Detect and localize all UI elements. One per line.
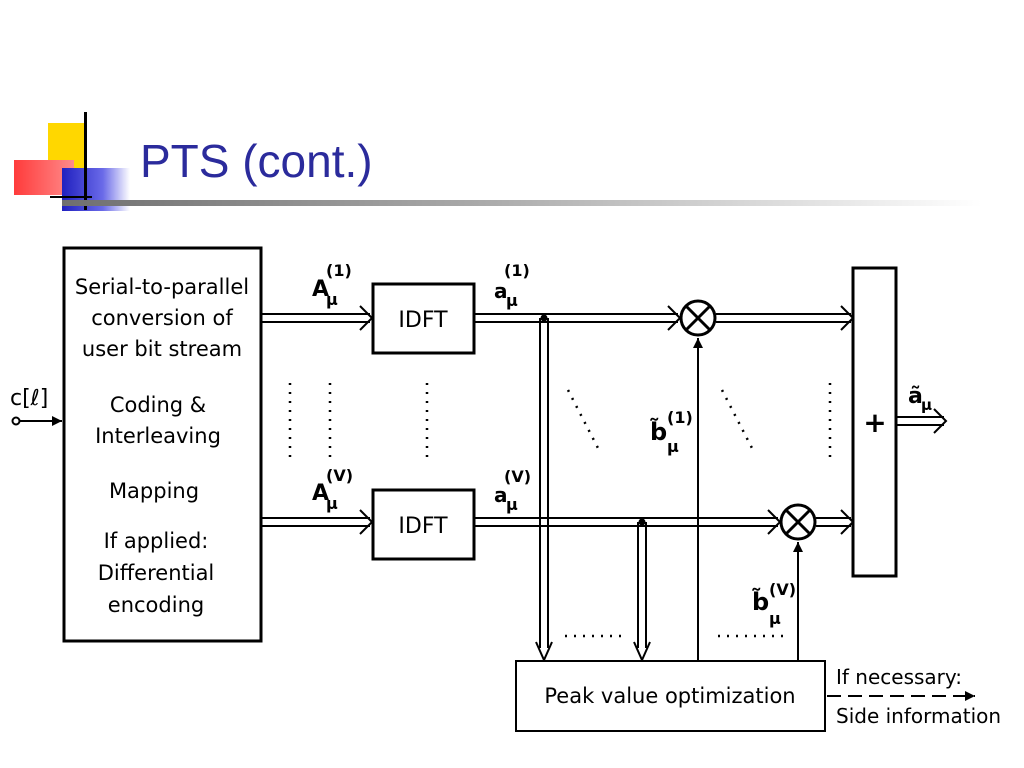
svg-text:μ: μ (769, 609, 781, 628)
svg-text:b̃: b̃ (751, 588, 769, 616)
coding-line-1: Coding & (110, 393, 206, 417)
processing-line-2: conversion of (91, 306, 233, 330)
tap-node-top (540, 314, 548, 322)
svg-text:(1): (1) (667, 408, 693, 427)
factor-label-top: b̃ (1) μ (649, 408, 693, 456)
svg-text:(1): (1) (326, 261, 352, 280)
processing-line-1: Serial-to-parallel (75, 275, 249, 299)
branch-ellipsis-dots (288, 383, 832, 460)
logo-vertical-line (84, 112, 87, 210)
svg-text:μ: μ (326, 290, 338, 309)
summation-symbol: + (863, 406, 886, 439)
subblock-output-label-top: a (1) μ (494, 261, 530, 310)
svg-text:a: a (494, 483, 508, 507)
svg-text:(V): (V) (769, 580, 796, 599)
tap-line-bottom (633, 522, 651, 663)
input-label: c[ℓ] (10, 386, 48, 411)
svg-text:a: a (494, 279, 508, 303)
svg-text:μ: μ (667, 437, 679, 456)
subblock-input-label-top: A (1) μ (312, 261, 352, 309)
svg-text:ã: ã (908, 384, 923, 409)
subblock-output-label-bottom: a (V) μ (494, 467, 531, 514)
mapping-label: Mapping (109, 479, 199, 503)
svg-text:(V): (V) (326, 466, 353, 485)
processing-line-3: user bit stream (82, 337, 242, 361)
coding-line-2: Interleaving (95, 424, 221, 448)
side-info-line-1: If necessary: (836, 665, 962, 689)
input-terminal (11, 416, 21, 426)
idft-block-bottom (371, 488, 476, 561)
applied-line-1: If applied: (104, 529, 209, 553)
side-info-line-2: Side information (836, 704, 1001, 728)
svg-text:(V): (V) (504, 467, 531, 486)
factor-label-bottom: b̃ (V) μ (751, 580, 796, 628)
svg-text:A: A (312, 481, 329, 506)
processing-block (62, 246, 263, 643)
output-label: ã μ (908, 384, 932, 414)
multiplier-bottom (779, 503, 817, 541)
multiplier-top (679, 299, 717, 337)
optimizer-block (515, 660, 826, 732)
summation-block (851, 266, 898, 578)
svg-text:μ: μ (506, 291, 518, 310)
tap-line-top (535, 318, 553, 663)
optimizer-label: Peak value optimization (544, 684, 795, 708)
tap-node-bottom (638, 518, 646, 526)
logo-horizontal-line (50, 196, 92, 198)
title-underline (62, 200, 982, 206)
idft-label-top: IDFT (398, 308, 448, 333)
top-branch-arrows (261, 305, 855, 331)
svg-text:μ: μ (506, 495, 518, 514)
idft-block-top (371, 282, 476, 355)
applied-line-2: Differential (98, 561, 215, 585)
slide-title: PTS (cont.) (140, 135, 373, 187)
bottom-branch-arrows (261, 509, 855, 535)
applied-line-3: encoding (108, 593, 204, 617)
svg-text:(1): (1) (504, 261, 530, 280)
svg-text:μ: μ (921, 396, 932, 414)
subblock-input-label-bottom: A (V) μ (312, 466, 353, 513)
idft-label-bottom: IDFT (398, 514, 448, 539)
svg-text:A: A (312, 277, 329, 302)
svg-text:b̃: b̃ (649, 418, 667, 446)
svg-text:μ: μ (326, 494, 338, 513)
output-arrow (896, 408, 948, 434)
